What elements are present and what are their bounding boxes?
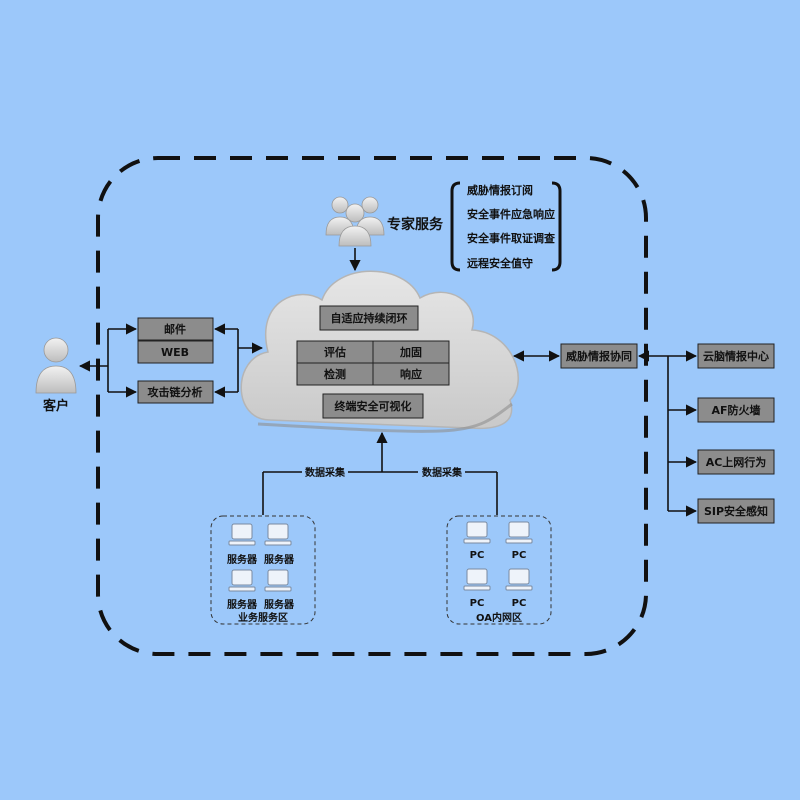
- server-label-3: 服务器: [227, 598, 258, 611]
- oa-zone-boundary: [446, 515, 552, 625]
- cloud-grid-label-3: 检测: [324, 367, 346, 381]
- expert-item-2: 安全事件应急响应: [467, 207, 555, 221]
- oa-zone-label: OA内网区: [476, 611, 522, 624]
- expert-service-icon: [325, 196, 385, 247]
- expert-service-label: 专家服务: [387, 216, 444, 233]
- server-label-1: 服务器: [227, 553, 258, 566]
- mail-box: [137, 317, 214, 341]
- cloud-title: 自适应持续闭环: [331, 311, 408, 325]
- pc-label-4: PC: [512, 598, 527, 609]
- cloud-grid-label-1: 评估: [324, 345, 346, 359]
- expert-item-3: 安全事件取证调查: [467, 231, 555, 245]
- server-label-4: 服务器: [264, 598, 295, 611]
- right-item-box-1: [697, 343, 775, 369]
- pc-label-2: PC: [512, 550, 527, 561]
- business-zone-boundary: [210, 515, 316, 625]
- data-collect-connectors: [262, 431, 498, 515]
- cloud-bottom-label: 终端安全可视化: [335, 399, 412, 413]
- mail-label: 邮件: [164, 322, 186, 336]
- right-connectors: [637, 350, 698, 517]
- expert-item-1: 威胁情报订阅: [467, 183, 533, 197]
- left-connectors: [78, 323, 264, 398]
- right-item-label-1: 云脑情报中心: [703, 349, 769, 363]
- customer-label: 客户: [43, 398, 69, 414]
- pc-label-1: PC: [470, 550, 485, 561]
- data-collect-label-1: 数据采集: [305, 466, 346, 479]
- cloud-title-box: [319, 305, 419, 331]
- data-collect-label-2: 数据采集: [422, 466, 463, 479]
- customer-icon: [35, 337, 77, 394]
- outer-boundary: [96, 156, 648, 656]
- pc-icons: [463, 521, 533, 591]
- right-item-box-3: [697, 449, 775, 475]
- pc-label-3: PC: [470, 598, 485, 609]
- right-item-box-4: [697, 498, 775, 524]
- right-item-box-2: [697, 397, 775, 423]
- web-box: [137, 340, 214, 364]
- cloud-grid-cell-4: [372, 362, 450, 386]
- expert-service-bracket: [450, 181, 562, 272]
- threat-sync-label: 威胁情报协同: [566, 349, 632, 363]
- web-label: WEB: [161, 346, 189, 359]
- cloud-grid-label-4: 响应: [400, 367, 422, 381]
- cloud-grid-label-2: 加固: [399, 345, 422, 359]
- threat-sync-box: [560, 343, 638, 369]
- server-icons: [228, 523, 292, 592]
- right-item-label-2: AF防火墙: [711, 403, 760, 417]
- attack-chain-box: [137, 380, 214, 404]
- right-item-label-3: AC上网行为: [706, 455, 767, 469]
- right-item-label-4: SIP安全感知: [704, 504, 768, 518]
- server-label-2: 服务器: [264, 553, 295, 566]
- expert-item-4: 远程安全值守: [467, 256, 533, 270]
- attack-chain-label: 攻击链分析: [148, 385, 203, 399]
- cloud-bottom-box: [322, 393, 424, 419]
- business-zone-label: 业务服务区: [238, 611, 288, 624]
